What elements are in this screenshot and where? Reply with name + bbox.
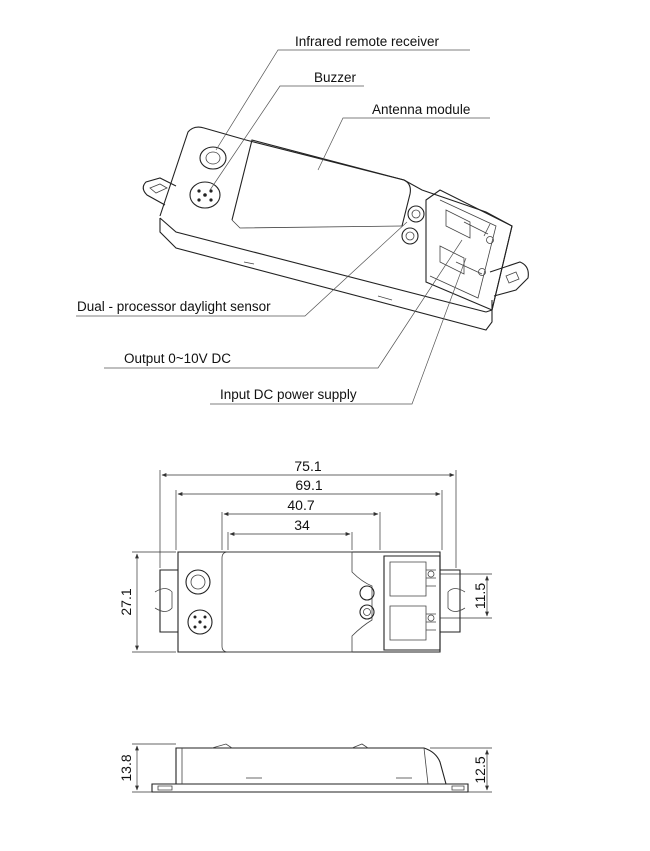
overall-length-value: 75.1 — [294, 458, 321, 474]
input-power-label: Input DC power supply — [220, 387, 357, 402]
hole-spacing-value: 69.1 — [295, 477, 322, 493]
isometric-view — [142, 126, 529, 331]
daylight-sensor-label: Dual - processor daylight sensor — [77, 299, 271, 314]
side-view — [151, 743, 469, 793]
antenna-module-label: Antenna module — [372, 102, 470, 117]
output-label: Output 0~10V DC — [124, 351, 231, 366]
side-view-dimensions — [132, 743, 492, 793]
height-body-value: 12.5 — [472, 756, 488, 783]
infrared-receiver-label: Infrared remote receiver — [295, 34, 440, 49]
buzzer-label: Buzzer — [314, 70, 357, 85]
height-total-value: 13.8 — [118, 754, 134, 781]
top-view-dimensions — [132, 470, 492, 653]
top-view-dimension-labels: 75.1 69.1 40.7 34 27.1 11.5 — [118, 458, 488, 616]
top-view — [154, 551, 466, 653]
terminal-pitch-value: 11.5 — [472, 583, 488, 609]
callout-leaders — [76, 49, 490, 405]
length-3-value: 40.7 — [287, 497, 314, 513]
width-value: 27.1 — [118, 588, 134, 615]
length-4-value: 34 — [294, 517, 310, 533]
callout-labels: Infrared remote receiver Buzzer Antenna … — [77, 34, 470, 402]
side-view-dimension-labels: 13.8 12.5 — [118, 754, 488, 783]
